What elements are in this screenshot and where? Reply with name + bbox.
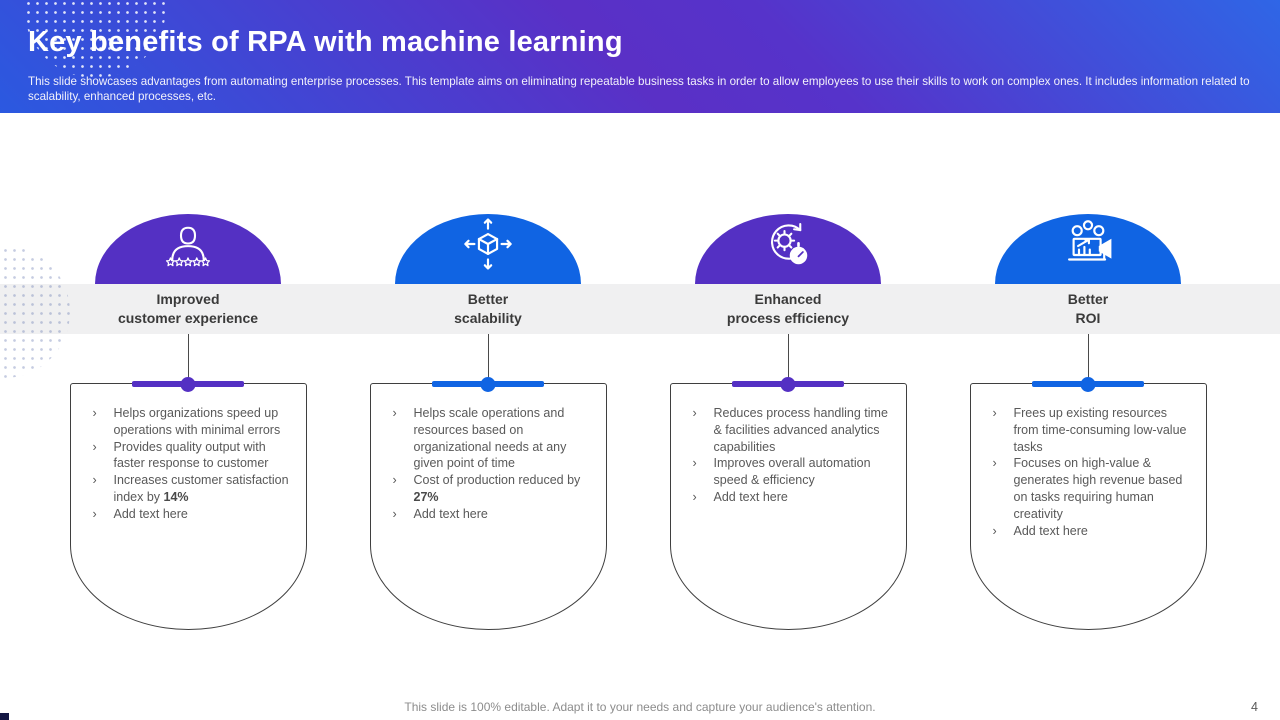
benefit-dome bbox=[95, 214, 281, 284]
benefit-title: Better scalability bbox=[338, 284, 638, 334]
benefit-columns: Improved customer experience › Helps organi… bbox=[38, 214, 1242, 630]
bullet-chevron: › bbox=[692, 489, 697, 504]
benefit-card: › Frees up existing resources from time-c… bbox=[969, 376, 1207, 630]
bullet-text: Add text here bbox=[1013, 523, 1088, 538]
benefit-column: Better scalability › Helps scale operations… bbox=[338, 214, 638, 630]
accent-dot bbox=[1080, 376, 1096, 392]
accent-dot bbox=[180, 376, 196, 392]
benefit-title-line: scalability bbox=[454, 310, 522, 326]
title-band bbox=[0, 284, 1280, 334]
benefit-card: › Reduces process handling time & facilit… bbox=[669, 376, 907, 630]
bullet-text: Add text here bbox=[413, 506, 488, 521]
accent-dot bbox=[780, 376, 796, 392]
scalability-icon bbox=[459, 215, 517, 284]
corner-accent bbox=[0, 713, 9, 720]
benefit-dome bbox=[695, 214, 881, 284]
process-efficiency-icon bbox=[760, 217, 816, 284]
bullet-chevron: › bbox=[992, 523, 997, 538]
bullet-text: Increases customer satisfaction index by… bbox=[113, 473, 289, 504]
bullet-text: Cost of production reduced by 27% bbox=[413, 473, 581, 504]
bullet-item: › Increases customer satisfaction index b… bbox=[93, 472, 290, 506]
benefit-card: › Helps organizations speed up operations… bbox=[69, 376, 307, 630]
benefit-dome bbox=[395, 214, 581, 284]
connector-line bbox=[187, 334, 189, 383]
bullet-text: Provides quality output with faster resp… bbox=[113, 439, 269, 471]
benefit-title-line: Better bbox=[467, 291, 509, 307]
bullet-chevron: › bbox=[92, 439, 97, 454]
bullet-text: Improves overall automation speed & effi… bbox=[713, 456, 871, 488]
bullet-chevron: › bbox=[692, 456, 697, 471]
benefit-column: Enhanced process efficiency › Reduces proce… bbox=[638, 214, 938, 630]
bullet-item: › Reduces process handling time & facilit… bbox=[693, 405, 890, 455]
benefit-title-line: Improved bbox=[156, 291, 220, 307]
connector-line bbox=[1087, 334, 1089, 383]
bullet-item: › Add text here bbox=[693, 489, 890, 506]
slide-title: Key benefits of RPA with machine learnin… bbox=[28, 26, 623, 58]
bullet-chevron: › bbox=[692, 406, 697, 420]
customer-experience-icon bbox=[160, 221, 216, 284]
bullet-chevron: › bbox=[392, 506, 397, 521]
bullet-item: › Frees up existing resources from time-c… bbox=[993, 405, 1190, 455]
benefit-card: › Helps scale operations and resources ba… bbox=[369, 376, 607, 630]
benefit-title: Improved customer experience bbox=[38, 284, 338, 334]
bullet-text: Helps organizations speed up operations … bbox=[113, 406, 281, 437]
benefit-title-line: ROI bbox=[1075, 310, 1101, 326]
bullet-item: › Helps organizations speed up operations… bbox=[93, 405, 290, 439]
bullet-item: › Add text here bbox=[393, 506, 590, 523]
benefit-title: Enhanced process efficiency bbox=[638, 284, 938, 334]
bullet-chevron: › bbox=[92, 473, 97, 488]
bullet-chevron: › bbox=[392, 406, 397, 420]
bullet-item: › Add text here bbox=[993, 523, 1190, 540]
bullet-list: › Helps organizations speed up operations… bbox=[71, 384, 306, 523]
page-number: 4 bbox=[1251, 700, 1258, 714]
benefit-title-line: Better bbox=[1067, 291, 1109, 307]
bullet-chevron: › bbox=[92, 506, 97, 521]
bullet-text: Frees up existing resources from time-co… bbox=[1013, 406, 1187, 454]
benefit-column: Improved customer experience › Helps organi… bbox=[38, 214, 338, 630]
connector-line bbox=[487, 334, 489, 383]
bullet-item: › Add text here bbox=[93, 506, 290, 523]
bullet-chevron: › bbox=[992, 406, 997, 420]
roi-icon bbox=[1059, 219, 1117, 284]
bullet-list: › Helps scale operations and resources ba… bbox=[371, 384, 606, 523]
bullet-text: Reduces process handling time & faciliti… bbox=[713, 406, 888, 454]
bullet-item: › Cost of production reduced by 27% bbox=[393, 472, 590, 506]
bullet-text: Helps scale operations and resources bas… bbox=[413, 406, 567, 471]
bullet-item: › Provides quality output with faster res… bbox=[93, 439, 290, 473]
bullet-chevron: › bbox=[392, 473, 397, 488]
benefit-title-line: process efficiency bbox=[726, 310, 850, 326]
benefit-title-line: Enhanced bbox=[754, 291, 822, 307]
connector-line bbox=[787, 334, 789, 383]
bullet-chevron: › bbox=[92, 406, 97, 420]
benefit-title-line: customer experience bbox=[117, 310, 259, 326]
bullet-list: › Reduces process handling time & facilit… bbox=[671, 384, 906, 506]
bullet-item: › Improves overall automation speed & eff… bbox=[693, 455, 890, 489]
bullet-item: › Helps scale operations and resources ba… bbox=[393, 405, 590, 472]
bullet-item: › Focuses on high-value & generates high … bbox=[993, 455, 1190, 522]
bullet-chevron: › bbox=[992, 456, 997, 471]
footer-note: This slide is 100% editable. Adapt it to… bbox=[404, 700, 876, 714]
bullet-text: Add text here bbox=[713, 489, 788, 504]
accent-dot bbox=[480, 376, 496, 392]
bullet-list: › Frees up existing resources from time-c… bbox=[971, 384, 1206, 539]
benefit-dome bbox=[995, 214, 1181, 284]
bullet-text: Add text here bbox=[113, 506, 188, 521]
bullet-text: Focuses on high-value & generates high r… bbox=[1013, 456, 1183, 521]
slide-subtitle: This slide showcases advantages from aut… bbox=[28, 75, 1250, 103]
header-banner: Key benefits of RPA with machine learnin… bbox=[0, 0, 1280, 113]
